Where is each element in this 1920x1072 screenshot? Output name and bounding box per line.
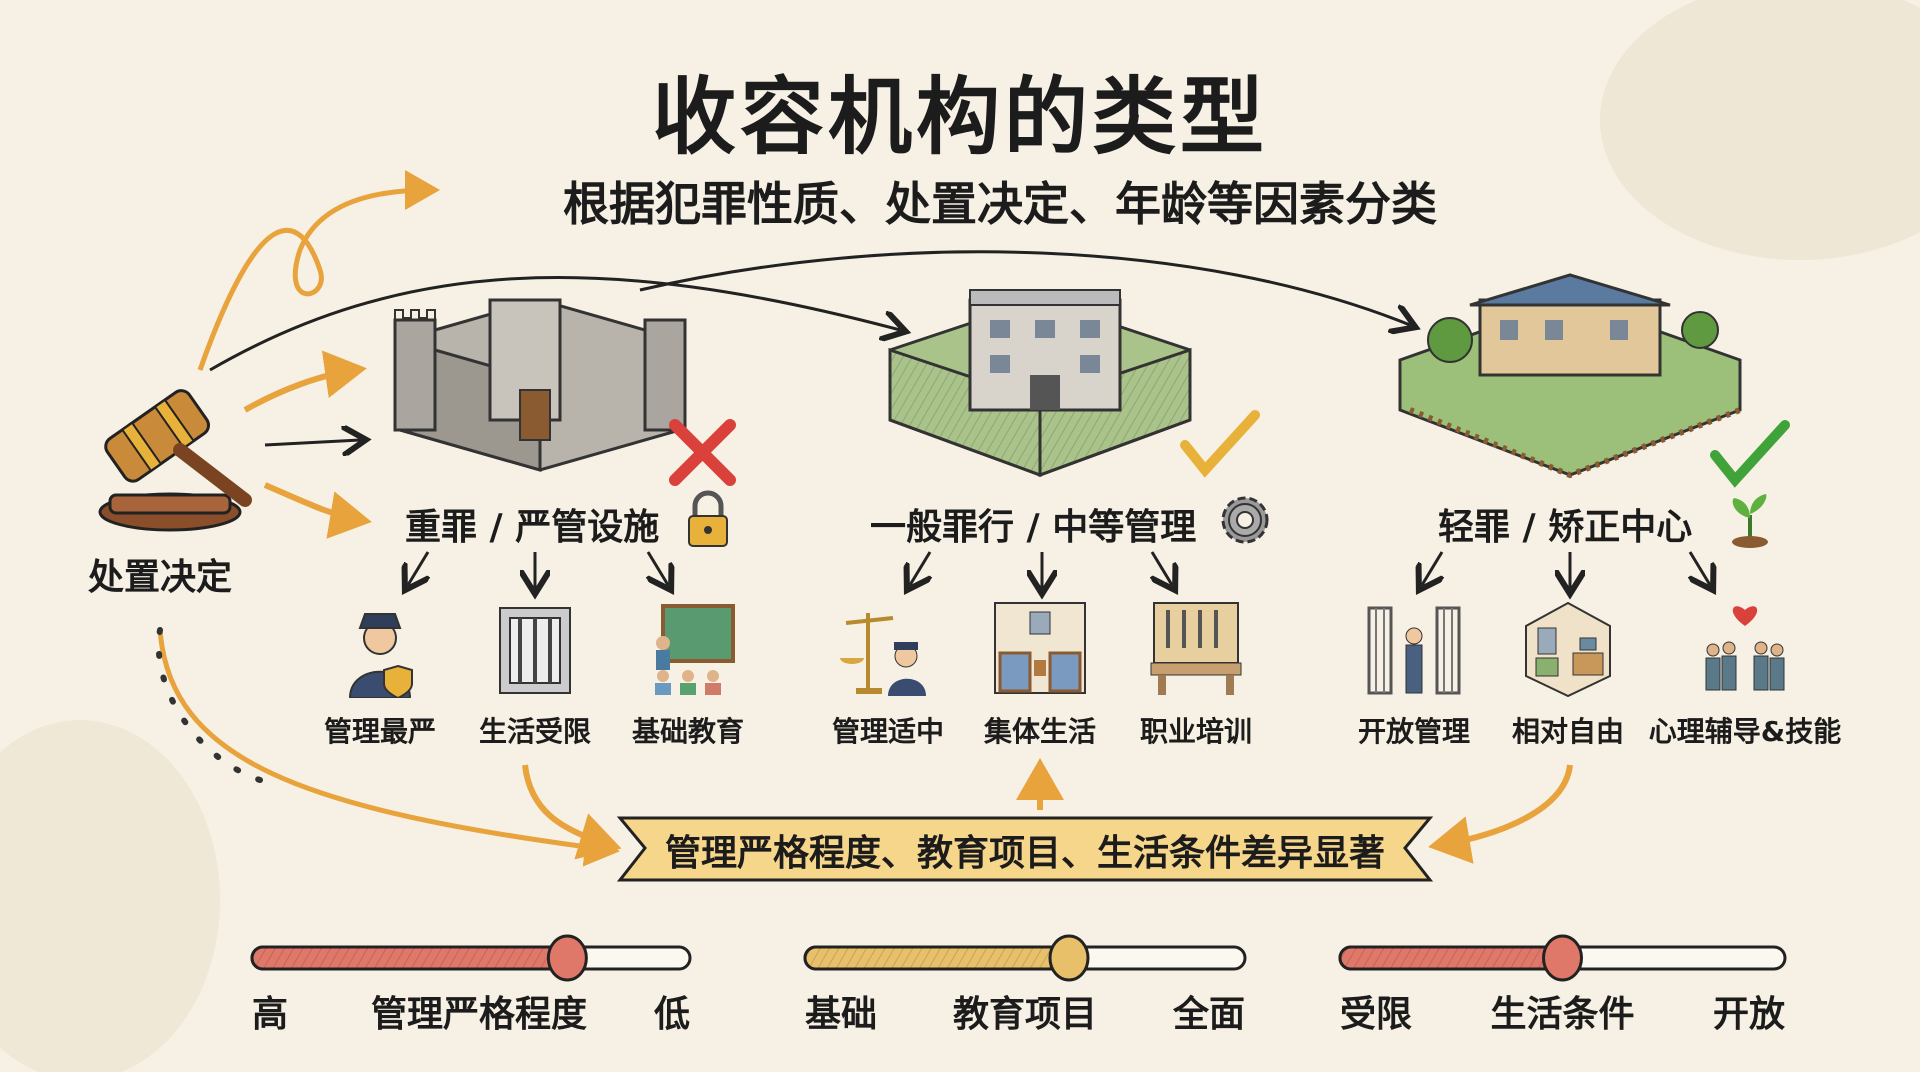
summary-banner-text: 管理严格程度、教育项目、生活条件差异显著 <box>664 833 1385 874</box>
item-label: 相对自由 <box>1511 715 1624 748</box>
slider-knob[interactable] <box>1542 934 1583 982</box>
gear-icon <box>1221 496 1269 544</box>
flow-arrow <box>264 440 360 445</box>
lock-icon <box>688 490 728 547</box>
paper-stain <box>1600 0 1920 260</box>
slider-max-label: 开放 <box>1712 994 1785 1035</box>
decision-label: 处置决定 <box>88 557 233 598</box>
slider-min-label: 受限 <box>1340 994 1413 1035</box>
flow-arrow <box>1428 764 1573 864</box>
cell-bars-icon <box>499 607 571 694</box>
item-label: 开放管理 <box>1357 715 1470 748</box>
flow-arrow <box>157 629 620 867</box>
category-title-general: 一般罪行 / 中等管理 <box>870 507 1197 548</box>
check-mark-icon <box>1180 410 1260 478</box>
category-title-minor: 轻罪 / 矫正中心 <box>1438 507 1693 548</box>
classroom-icon <box>655 604 735 695</box>
gavel-icon <box>98 389 252 532</box>
item-label: 管理最严 <box>323 715 436 748</box>
slider-max-label: 低 <box>653 994 690 1035</box>
branch-arrows <box>408 551 1710 588</box>
item-label: 管理适中 <box>831 715 944 748</box>
paper-stain <box>0 720 220 1072</box>
medium-facility-illustration <box>888 289 1192 478</box>
cross-mark-icon <box>669 419 736 486</box>
item-label: 基础教育 <box>631 715 744 748</box>
tools-icon <box>1150 602 1242 695</box>
dormitory-icon <box>994 602 1086 694</box>
slider-knob[interactable] <box>546 934 588 982</box>
page-subtitle: 根据犯罪性质、处置决定、年龄等因素分类 <box>563 177 1437 231</box>
slider-title: 管理严格程度 <box>371 994 588 1035</box>
flow-arrow <box>263 482 372 539</box>
item-label: 生活受限 <box>478 715 591 748</box>
category-title-severe: 重罪 / 严管设施 <box>405 507 660 548</box>
counseling-icon <box>1705 606 1785 691</box>
correction-center-illustration <box>1398 273 1742 479</box>
item-label: 集体生活 <box>983 715 1096 748</box>
sprout-icon <box>1732 494 1768 548</box>
slider-max-label: 全面 <box>1172 994 1245 1035</box>
flow-arrow <box>197 170 440 371</box>
dotted-path <box>155 627 263 783</box>
check-mark-icon <box>1710 420 1790 488</box>
slider-title: 教育项目 <box>952 994 1097 1035</box>
slider-fill-hatch <box>1340 947 1563 969</box>
flow-arrow <box>639 250 1410 325</box>
open-gate-icon <box>1367 606 1461 695</box>
scales-officer-icon <box>840 613 926 696</box>
item-label: 心理辅导&技能 <box>1648 715 1842 748</box>
item-label: 职业培训 <box>1139 715 1252 748</box>
flow-arrow <box>209 276 900 372</box>
slider-knob[interactable] <box>1048 934 1090 982</box>
slider-min-label: 高 <box>252 994 289 1035</box>
room-icon <box>1525 601 1611 698</box>
slider-title: 生活条件 <box>1490 994 1635 1035</box>
prison-building-illustration <box>393 298 687 472</box>
slider-fill-hatch <box>805 947 1069 969</box>
summary-banner <box>616 816 1434 882</box>
page-title: 收容机构的类型 <box>651 68 1268 166</box>
slider-fill-hatch <box>252 947 568 969</box>
flow-arrow <box>522 764 622 860</box>
slider-min-label: 基础 <box>805 994 878 1035</box>
flow-arrow <box>243 350 367 413</box>
guard-icon <box>348 613 413 698</box>
